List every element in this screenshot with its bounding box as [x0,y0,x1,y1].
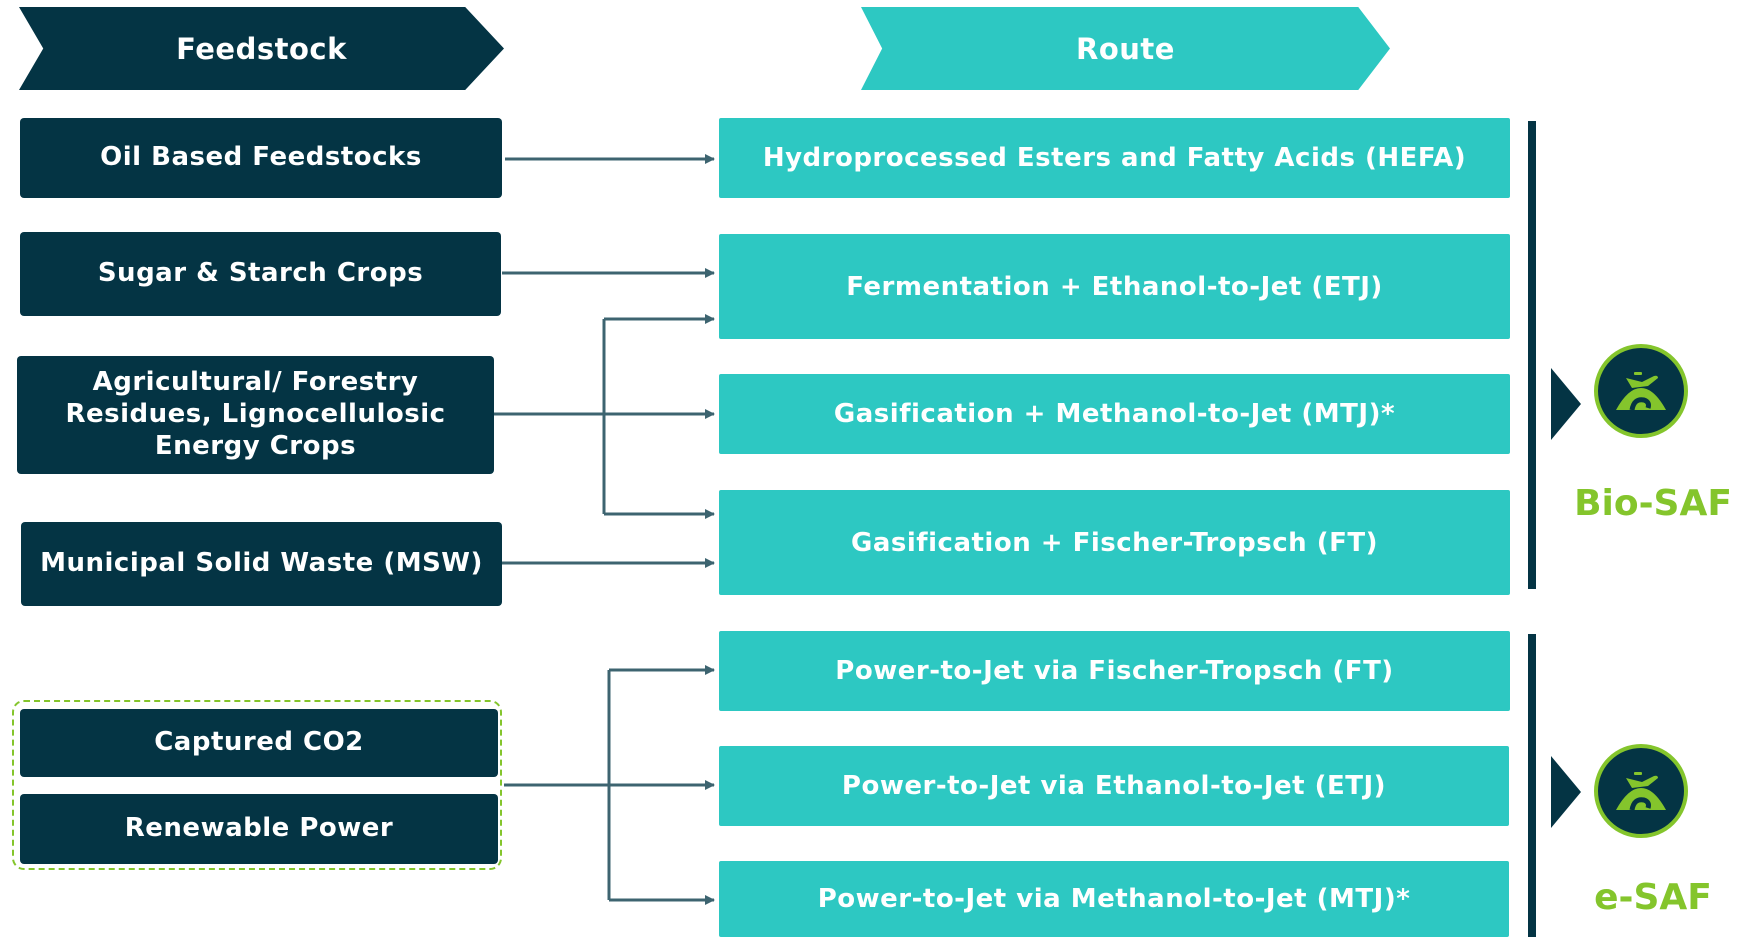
feedstock-agricultural-line1: Agricultural/ Forestry [92,367,419,398]
route-ptj-ft: Power-to-Jet via Fischer-Tropsch (FT) [719,631,1510,711]
e-feedstock-group [12,700,502,870]
e-saf-bracket [1528,634,1536,937]
feedstock-captured-co2: Captured CO2 [20,709,498,777]
route-header: Route [861,7,1390,90]
route-etj: Fermentation + Ethanol-to-Jet (ETJ) [719,234,1510,339]
route-ptj-mtj: Power-to-Jet via Methanol-to-Jet (MTJ)* [719,861,1509,937]
bio-saf-bracket [1528,121,1536,589]
route-ptj-etj: Power-to-Jet via Ethanol-to-Jet (ETJ) [719,746,1509,826]
feedstock-agricultural: Agricultural/ Forestry Residues, Lignoce… [17,356,494,474]
bio-saf-pointer-icon [1551,368,1581,440]
feedstock-renewable-power: Renewable Power [20,794,498,864]
feedstock-msw: Municipal Solid Waste (MSW) [21,522,502,606]
bio-saf-airplane-landing-icon [1594,344,1688,438]
route-mtj: Gasification + Methanol-to-Jet (MTJ)* [719,374,1510,454]
feedstock-oil: Oil Based Feedstocks [20,118,502,198]
feedstock-agricultural-line2: Residues, Lignocellulosic [65,399,446,430]
feedstock-sugar: Sugar & Starch Crops [20,232,501,316]
route-hefa: Hydroprocessed Esters and Fatty Acids (H… [719,118,1510,198]
bio-saf-label: Bio-SAF [1574,483,1732,524]
e-saf-airplane-landing-icon [1594,744,1688,838]
feedstock-header: Feedstock [19,7,504,90]
e-saf-pointer-icon [1551,756,1581,828]
feedstock-agricultural-line3: Energy Crops [154,430,357,461]
e-saf-label: e-SAF [1594,877,1712,918]
route-ft: Gasification + Fischer-Tropsch (FT) [719,490,1510,595]
